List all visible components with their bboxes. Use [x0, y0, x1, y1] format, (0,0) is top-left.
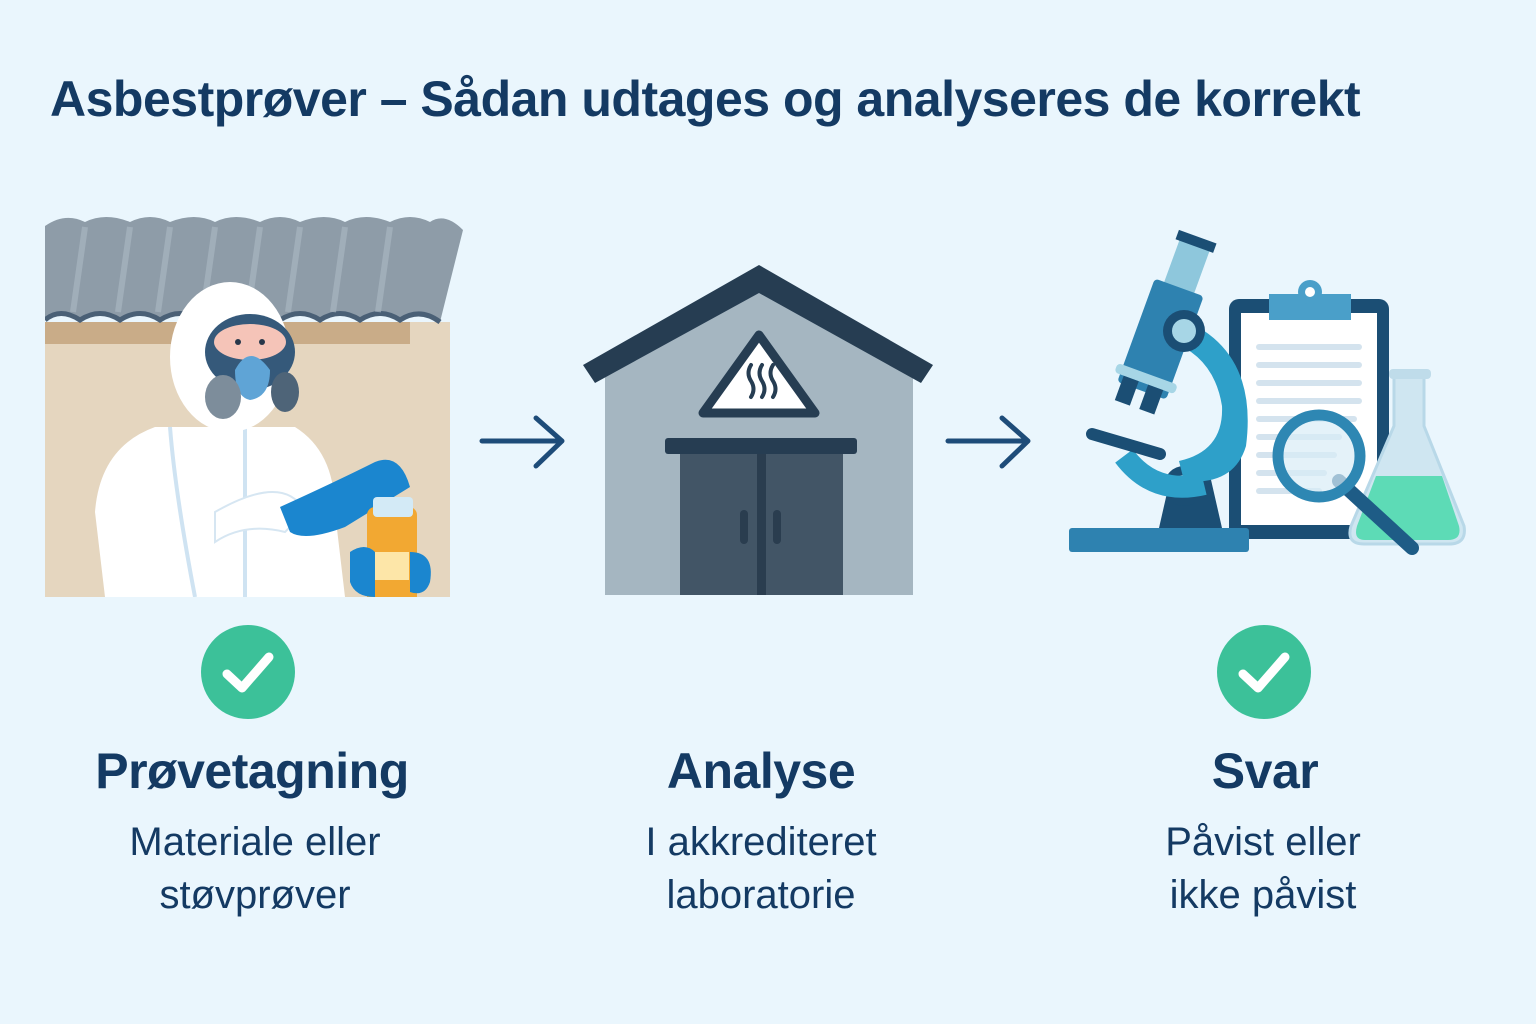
arrow-right-icon: [479, 415, 565, 469]
lab-results-illustration: [1069, 229, 1466, 555]
check-circle-icon: [201, 625, 295, 719]
arrow-right-icon: [945, 415, 1031, 469]
laboratory-building-illustration: [583, 265, 933, 595]
check-circle-icon: [1217, 625, 1311, 719]
step-desc-sampling-line2: støvprøver: [159, 873, 351, 917]
step-title-analysis: Analyse: [666, 743, 856, 799]
step-title-result: Svar: [1211, 743, 1319, 799]
step-desc-analysis-line1: I akkrediteret: [645, 820, 877, 864]
step-desc-analysis-line2: laboratorie: [666, 873, 856, 917]
step-desc-result-line2: ikke påvist: [1169, 873, 1357, 917]
step-desc-result-line1: Påvist eller: [1165, 820, 1361, 864]
step-desc-sampling-line1: Materiale eller: [129, 820, 381, 864]
page-title: Asbestprøver – Sådan udtages og analyser…: [50, 71, 1361, 127]
step-title-sampling: Prøvetagning: [95, 743, 409, 799]
worker-sampling-illustration: [45, 217, 463, 597]
